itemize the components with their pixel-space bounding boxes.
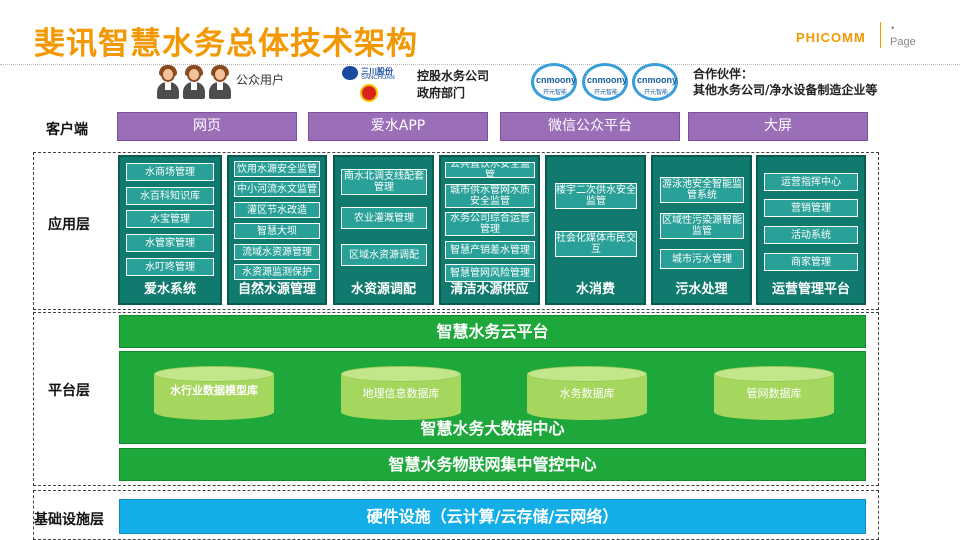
app-item: 水资源监测保护 [234,264,320,280]
app-column-title: 清洁水源供应 [450,282,529,297]
app-column-water-consumption: 楼宇二次供水安全监管 社会化媒体市民交互 水消费 [545,155,646,305]
app-item: 商家管理 [764,253,858,271]
infrastructure-layer-label: 基础设施层 [34,512,104,528]
app-item: 活动系统 [764,226,858,244]
sanchuan-mark-icon [342,66,358,80]
app-item: 灌区节水改造 [234,202,320,218]
app-item: 水叮咚管理 [126,258,214,276]
brand-divider [880,22,881,48]
page-title: 斐讯智慧水务总体技术架构 [34,26,418,62]
public-users-label: 公众用户 [236,73,285,87]
government-emblem-icon [360,84,378,102]
client-channel-web: 网页 [117,112,297,141]
app-item: 智慧大坝 [234,223,320,239]
app-column-clean-supply: 公共直饮水安全监管 城市供水管网水质安全监管 水务公司综合运营管理 智慧产销差水… [439,155,540,305]
app-item: 公共直饮水安全监管 [445,162,535,178]
app-item: 水宝管理 [126,210,214,228]
app-item: 流域水资源管理 [234,244,320,260]
app-item: 社会化媒体市民交互 [555,231,637,257]
app-item: 农业灌溉管理 [341,207,427,229]
app-item: 智慧产销差水管理 [445,241,535,259]
big-data-center-title: 智慧水务大数据中心 [420,419,565,438]
app-item: 水管家管理 [126,234,214,252]
app-column-title: 自然水源管理 [237,282,316,297]
application-layer-label: 应用层 [48,217,90,233]
app-item: 饮用水源安全监管 [234,161,320,177]
app-item: 城市污水管理 [660,249,744,269]
platform-layer-label: 平台层 [48,383,90,399]
sanchuan-logo: 三川股份 SANCHUAN [342,66,412,106]
app-item: 水务公司综合运营管理 [445,212,535,236]
partner-title: 合作伙伴： [693,67,754,81]
app-item: 中小河流水文监管 [234,181,320,197]
government-label: 政府部门 [417,86,466,100]
database-cylinder: 水行业数据模型库 [154,366,274,420]
app-item: 楼宇二次供水安全监管 [555,183,637,209]
app-item: 智慧管网风险管理 [445,264,535,282]
cloud-platform-bar: 智慧水务云平台 [119,315,866,348]
database-cylinder: 管网数据库 [714,366,834,420]
holding-company-label: 控股水务公司 [417,69,490,83]
app-column-natural-water: 饮用水源安全监管 中小河流水文监管 灌区节水改造 智慧大坝 流域水资源管理 水资… [227,155,327,305]
app-column-water-allocation: 南水北调支线配套管理 农业灌溉管理 区域水资源调配 水资源调配 [333,155,434,305]
database-label: 水行业数据模型库 [170,384,258,397]
page-dot: • [890,24,896,34]
app-item: 运营指挥中心 [764,173,858,191]
app-column-title: 运营管理平台 [771,282,850,297]
header-rule [0,64,960,65]
database-cylinder: 水务数据库 [527,366,647,420]
application-layer-frame [33,152,879,310]
client-layer-label: 客户端 [46,122,88,138]
app-column-ai-shui: 水商场管理 水百科知识库 水宝管理 水管家管理 水叮咚管理 爱水系统 [118,155,222,305]
page-label: Page [890,36,916,48]
app-item: 水商场管理 [126,163,214,181]
app-item: 区域性污染源智能监管 [660,213,744,239]
brand-logo: PHICOMM [796,30,866,45]
database-cylinder: 地理信息数据库 [341,366,461,420]
iot-control-center-bar: 智慧水务物联网集中管控中心 [119,448,866,481]
database-label: 地理信息数据库 [362,387,440,400]
client-channel-big-screen: 大屏 [688,112,868,141]
app-item: 区域水资源调配 [341,244,427,266]
app-column-sewage: 游泳池安全智能监管系统 区域性污染源智能监管 城市污水管理 污水处理 [651,155,752,305]
hardware-facilities-bar: 硬件设施（云计算/云存储/云网络） [119,499,866,534]
database-label: 管网数据库 [746,387,802,400]
partner-description: 其他水务公司/净水设备制造企业等 [693,83,878,97]
app-item: 水百科知识库 [126,187,214,205]
client-channel-app: 爱水APP [308,112,488,141]
app-column-operations: 运营指挥中心 营销管理 活动系统 商家管理 运营管理平台 [756,155,866,305]
app-column-title: 水资源调配 [350,282,416,297]
app-column-title: 污水处理 [675,282,728,297]
platform-layer-frame [33,312,879,486]
app-item: 游泳池安全智能监管系统 [660,177,744,203]
database-label: 水务数据库 [559,387,615,400]
sanchuan-logo-en: SANCHUAN [361,75,395,81]
app-item: 城市供水管网水质安全监管 [445,184,535,208]
app-item: 南水北调支线配套管理 [341,169,427,195]
app-item: 营销管理 [764,199,858,217]
app-column-title: 水消费 [575,282,615,297]
app-column-title: 爱水系统 [143,282,196,297]
client-channel-wechat: 微信公众平台 [500,112,680,141]
sanchuan-logo-cn: 三川股份 [361,67,393,76]
